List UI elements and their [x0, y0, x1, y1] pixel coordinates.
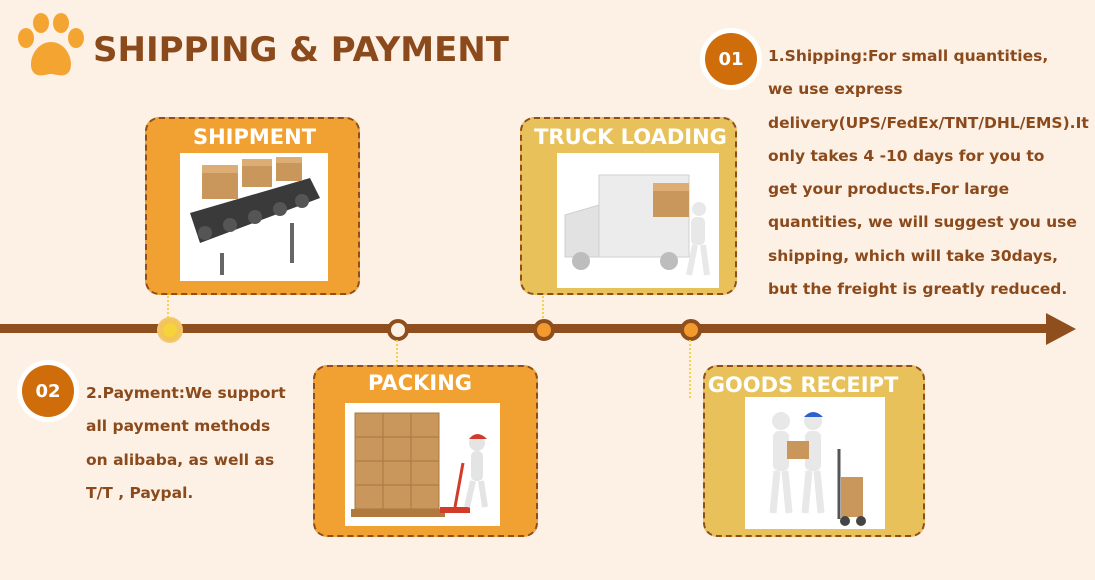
- step-card-truck-loading: TRUCK LOADING: [520, 117, 737, 295]
- connector-goods-receipt: [689, 340, 691, 398]
- step-label: PACKING: [367, 371, 473, 395]
- timeline-dot-shipment: [159, 319, 181, 341]
- timeline-line: [0, 324, 1050, 333]
- timeline-arrow-icon: [1046, 313, 1076, 345]
- conveyor-boxes-image: [180, 153, 328, 281]
- step-card-goods-receipt: GOODS RECEIPT: [703, 365, 925, 537]
- timeline-dot-truck-loading: [533, 319, 555, 341]
- shipping-note-text: 1.Shipping:For small quantities, we use …: [768, 47, 1089, 299]
- truck-loading-worker-image: [557, 153, 719, 288]
- timeline-dot-goods-receipt: [680, 319, 702, 341]
- step-card-packing: PACKING: [313, 365, 538, 537]
- step-number-badge-02: 02: [22, 365, 74, 417]
- step-label: SHIPMENT: [192, 125, 317, 149]
- timeline-dot-packing: [387, 319, 409, 341]
- step-card-shipment: SHIPMENT: [145, 117, 360, 295]
- handover-workers-image: [745, 397, 885, 529]
- paw-icon: [18, 13, 84, 76]
- pallet-jack-worker-image: [345, 403, 500, 526]
- page-title: SHIPPING & PAYMENT: [93, 30, 509, 70]
- step-label: TRUCK LOADING: [534, 125, 727, 149]
- payment-note-text: 2.Payment:We support all payment methods…: [86, 384, 286, 502]
- step-number-badge-01: 01: [705, 33, 757, 85]
- step-label: GOODS RECEIPT: [707, 373, 899, 397]
